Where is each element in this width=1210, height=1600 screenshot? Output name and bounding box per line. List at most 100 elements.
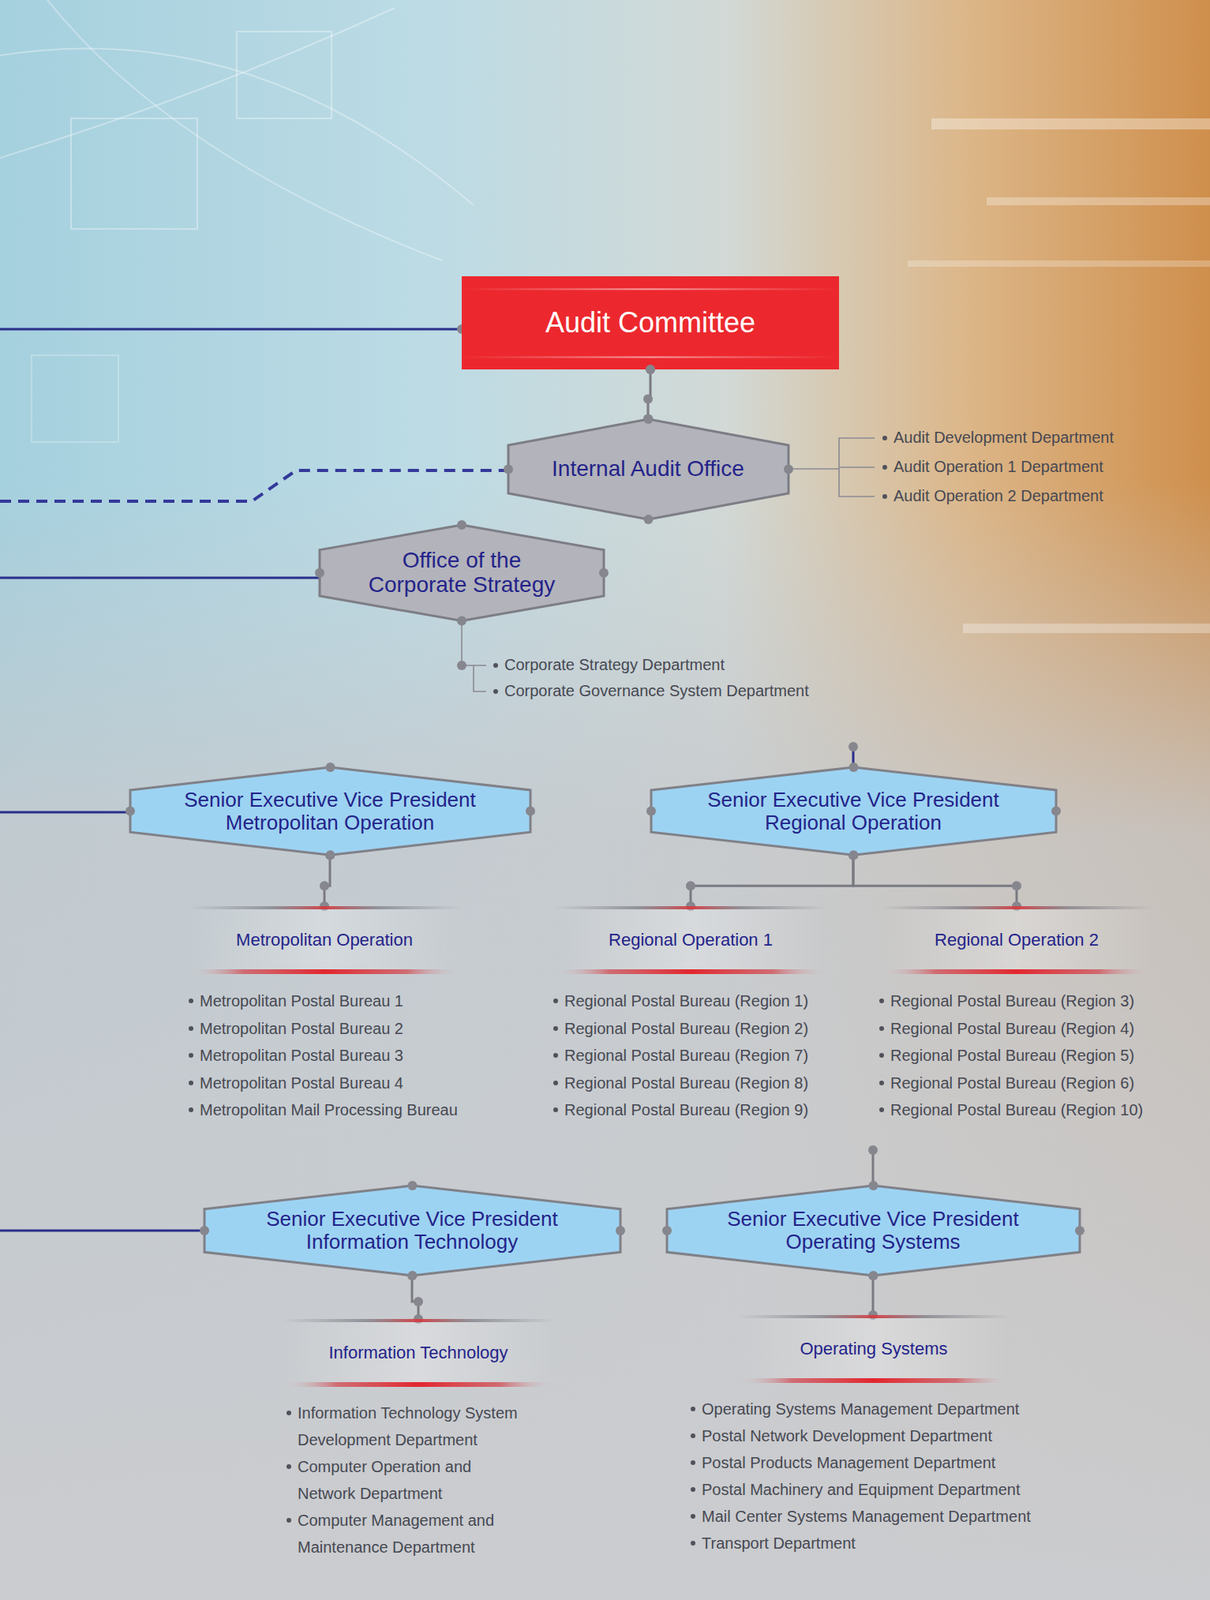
vertex-dot: [646, 806, 656, 817]
vertex-dot: [1075, 1225, 1085, 1236]
committee-box: Audit Committee: [461, 276, 840, 370]
node-label: Senior Executive Vice President Operatin…: [719, 1207, 1027, 1253]
connector-dot: [685, 880, 696, 891]
department-name: Audit Operation 2 Department: [893, 486, 1104, 505]
vertex-dot: [645, 364, 656, 375]
bullet-dot: [553, 1026, 559, 1031]
band-fill: [737, 1314, 1011, 1383]
junction-dot: [868, 1145, 878, 1155]
bullet-dot: [493, 689, 499, 694]
department-name: Transport Department: [701, 1534, 856, 1552]
executive-hexagon: Senior Executive Vice President Operatin…: [666, 1185, 1080, 1276]
department-name: Metropolitan Postal Bureau 1: [199, 992, 404, 1010]
hexagon-outline: [204, 1185, 621, 1276]
department-item: Postal Network Development Department: [689, 1422, 993, 1450]
office-hexagon: Internal Audit Office: [508, 419, 789, 520]
department-name: Regional Postal Bureau (Region 3): [890, 992, 1135, 1010]
connector-dot: [325, 850, 335, 861]
department-name: Regional Postal Bureau (Region 7): [564, 1046, 809, 1064]
hexagon-outline: [130, 767, 531, 855]
bullet-dot: [690, 1513, 696, 1519]
reporting-line: [872, 1150, 875, 1186]
department-item: Regional Postal Bureau (Region 6): [877, 1069, 1135, 1098]
hexagon-outline: [651, 767, 1057, 855]
bullet-dot: [690, 1406, 696, 1412]
department-name: Audit Operation 1 Department: [893, 457, 1104, 476]
department-item: Regional Postal Bureau (Region 10): [877, 1096, 1143, 1124]
department-item: Operating Systems Management Department: [689, 1395, 1019, 1423]
vertex-dot: [457, 616, 467, 626]
vertex-dot: [1051, 806, 1061, 817]
band-stripe: [737, 1314, 1011, 1319]
node-label: Senior Executive Vice President Regional…: [699, 788, 1008, 834]
connector-dot: [645, 364, 656, 375]
department-name: Regional Postal Bureau (Region 5): [890, 1046, 1135, 1064]
department-item: Postal Products Management Department: [689, 1449, 996, 1476]
vertex-dot: [325, 850, 335, 861]
vertex-dot: [407, 1180, 417, 1191]
bracket-line: [839, 438, 875, 497]
node-label: Regional Operation 2: [934, 930, 1099, 950]
connector: [690, 855, 854, 907]
vertex-dot: [783, 464, 794, 474]
department-name: Regional Postal Bureau (Region 4): [890, 1019, 1135, 1038]
node-label: Senior Executive Vice President Metropol…: [176, 788, 484, 834]
connector: [853, 855, 1017, 907]
sheen-line: [461, 355, 840, 358]
dashed-reporting-line: [0, 470, 509, 502]
reporting-line: [0, 328, 462, 331]
connector-dot: [643, 414, 653, 424]
department-name: Computer Operation and Network Departmen…: [297, 1457, 472, 1503]
department-item: Metropolitan Postal Bureau 1: [187, 987, 404, 1016]
node-label: Senior Executive Vice President Informat…: [258, 1207, 566, 1253]
node-label: Office of the Corporate Strategy: [363, 548, 561, 598]
node-label: Regional Operation 1: [608, 930, 773, 950]
department-name: Postal Products Management Department: [701, 1453, 996, 1472]
department-item: Computer Management and Maintenance Depa…: [284, 1506, 527, 1561]
bullet-dot: [882, 464, 888, 470]
bullet-dot: [690, 1540, 696, 1546]
department-item: Regional Postal Bureau (Region 8): [551, 1069, 809, 1098]
connector: [324, 855, 330, 907]
bullet-dot: [882, 435, 888, 441]
department-name: Information Technology System Developmen…: [297, 1404, 518, 1449]
operation-band: Regional Operation 2: [880, 906, 1154, 974]
department-name: Metropolitan Postal Bureau 4: [199, 1074, 404, 1092]
bullet-dot: [188, 1107, 194, 1113]
reporting-line: [0, 811, 130, 814]
department-item: Audit Development Department: [880, 423, 1114, 453]
hierarchy-lines: [0, 324, 878, 1231]
band-stripe: [554, 969, 828, 974]
department-item: Postal Machinery and Equipment Departmen…: [689, 1475, 1021, 1503]
department-name: Audit Development Department: [893, 428, 1114, 446]
executive-hexagon: Senior Executive Vice President Informat…: [204, 1185, 621, 1276]
vertex-dot: [457, 520, 467, 530]
bullet-dot: [690, 1433, 696, 1439]
bullet-dot: [879, 1052, 885, 1058]
department-item: Regional Postal Bureau (Region 4): [877, 1015, 1135, 1043]
bullet-dot: [690, 1487, 696, 1492]
department-item: Regional Postal Bureau (Region 5): [877, 1041, 1135, 1070]
connector-dot: [643, 394, 653, 405]
band-stripe: [737, 1378, 1011, 1383]
department-item: Computer Operation and Network Departmen…: [284, 1453, 527, 1507]
bullet-dot: [879, 1026, 885, 1031]
operation-band: Information Technology: [282, 1318, 555, 1387]
bracket-line: [788, 468, 840, 470]
bullet-dot: [690, 1460, 696, 1465]
department-name: Metropolitan Postal Bureau 2: [199, 1019, 404, 1038]
band-fill: [282, 1318, 555, 1387]
vertex-dot: [615, 1225, 626, 1236]
connector-dot: [319, 880, 330, 891]
department-item: Audit Operation 1 Department: [880, 452, 1104, 482]
bullet-dot: [553, 1107, 559, 1113]
department-name: Corporate Governance System Department: [504, 681, 810, 700]
bullet-dot: [188, 1052, 194, 1058]
department-name: Regional Postal Bureau (Region 9): [564, 1101, 809, 1119]
vertex-dot: [848, 850, 858, 861]
hexagon-outline: [666, 1185, 1080, 1276]
department-item: Transport Department: [689, 1529, 856, 1557]
vertex-dot: [314, 568, 325, 578]
connector-dot: [1011, 880, 1022, 891]
vertex-dot: [525, 806, 536, 817]
